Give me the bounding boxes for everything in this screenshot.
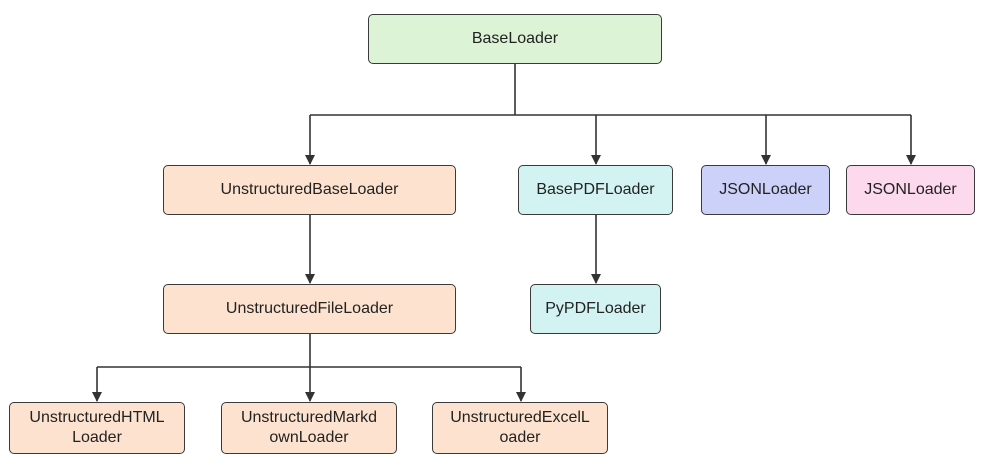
node-label: JSONLoader <box>719 181 812 198</box>
node-label-line-2: oader <box>499 429 541 446</box>
node-json-loader-1[interactable]: JSONLoader <box>701 165 830 215</box>
node-label-line-1: UnstructuredExcelL <box>450 409 590 426</box>
node-label-line-1: UnstructuredMarkd <box>240 409 378 426</box>
node-json-loader-2[interactable]: JSONLoader <box>846 165 975 215</box>
node-label: PyPDFLoader <box>545 300 646 317</box>
node-unstructured-base-loader[interactable]: UnstructuredBaseLoader <box>163 165 456 215</box>
node-unstructured-file-loader[interactable]: UnstructuredFileLoader <box>163 284 456 334</box>
node-pypdf-loader[interactable]: PyPDFLoader <box>530 284 661 334</box>
node-unstructured-html-loader[interactable]: UnstructuredHTML Loader <box>9 402 185 454</box>
node-label: JSONLoader <box>864 181 957 198</box>
node-unstructured-excel-loader[interactable]: UnstructuredExcelL oader <box>432 402 608 454</box>
node-label-line-1: UnstructuredHTML <box>29 409 165 426</box>
node-base-loader[interactable]: BaseLoader <box>368 14 662 64</box>
node-label: BasePDFLoader <box>536 181 655 198</box>
node-label: UnstructuredBaseLoader <box>220 181 399 198</box>
node-label: BaseLoader <box>471 30 559 47</box>
node-label-line-2: Loader <box>72 429 122 446</box>
node-unstructured-markdown-loader[interactable]: UnstructuredMarkd ownLoader <box>221 402 397 454</box>
node-label: UnstructuredFileLoader <box>225 300 394 317</box>
node-base-pdf-loader[interactable]: BasePDFLoader <box>518 165 673 215</box>
node-label-line-2: ownLoader <box>269 429 349 446</box>
